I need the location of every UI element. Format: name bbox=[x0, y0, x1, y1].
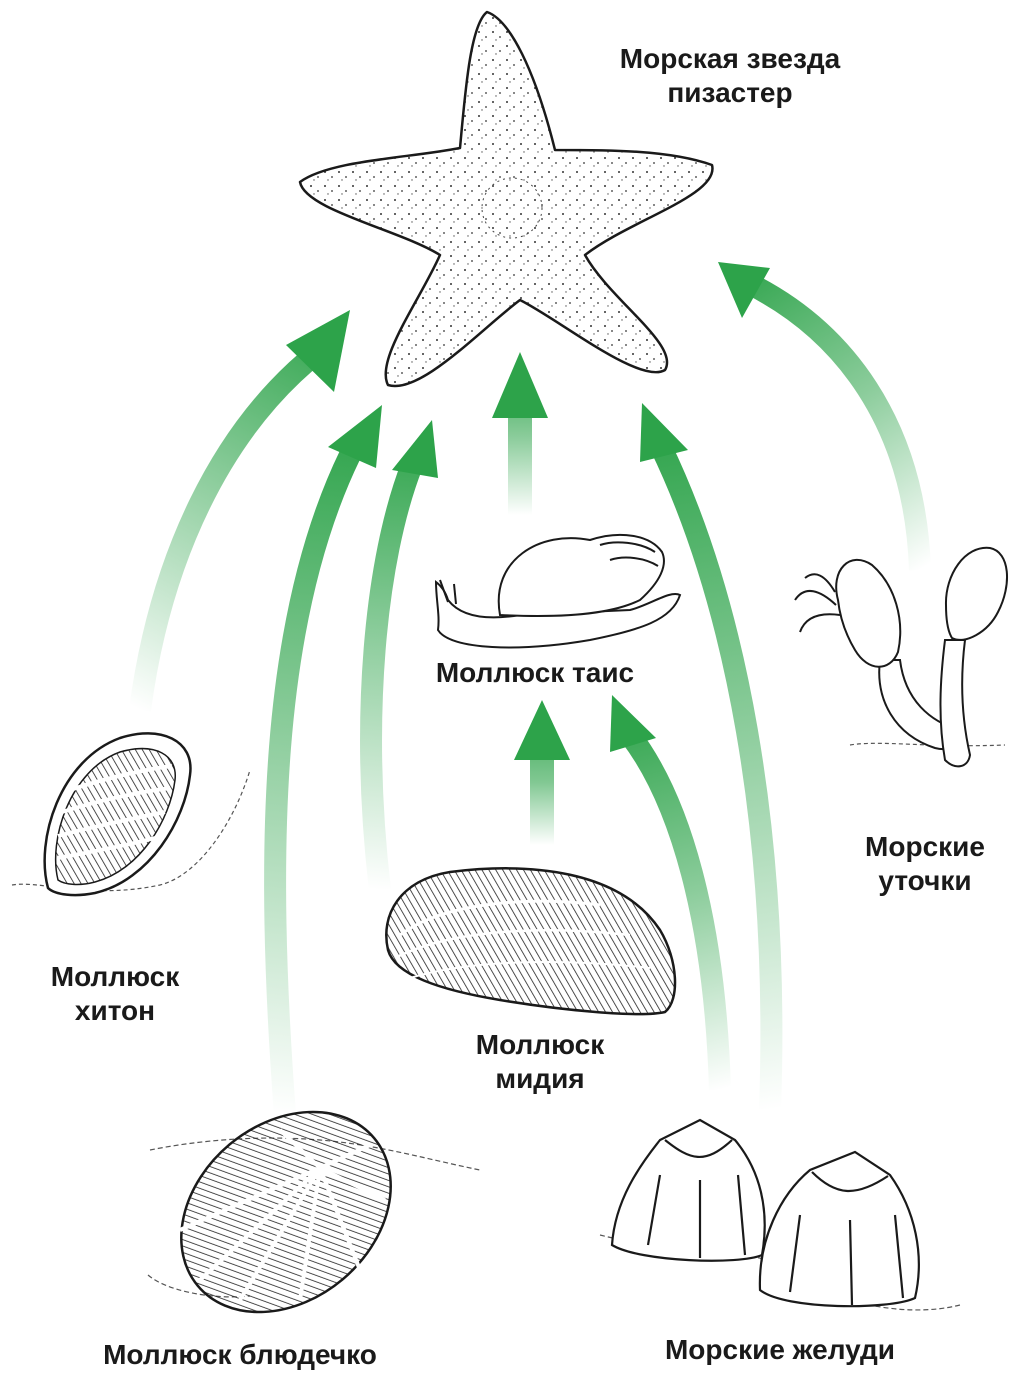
starfish-label: Морская звезда пизастер bbox=[585, 42, 875, 110]
chiton-label-line1: Моллюск bbox=[15, 960, 215, 994]
arrow-mussel-to-starfish bbox=[371, 420, 438, 890]
acorn-barnacles-label-line1: Морские желуди bbox=[600, 1333, 960, 1367]
goose-barnacles-illustration bbox=[795, 548, 1007, 767]
chiton-label-line2: хитон bbox=[15, 994, 215, 1028]
mussel-illustration bbox=[386, 868, 675, 1014]
goose-barnacles-label: Морские уточки bbox=[835, 830, 1015, 898]
thais-label: Моллюск таис bbox=[405, 656, 665, 690]
arrow-goose-barnacles-to-starfish bbox=[718, 262, 920, 570]
mussel-label: Моллюск мидия bbox=[440, 1028, 640, 1096]
limpet-label: Моллюск блюдечко bbox=[50, 1338, 430, 1372]
limpet-label-line1: Моллюск блюдечко bbox=[50, 1338, 430, 1372]
arrow-thais-to-starfish bbox=[492, 352, 548, 515]
arrow-mussel-to-thais bbox=[514, 700, 570, 845]
starfish-label-line1: Морская звезда bbox=[585, 42, 875, 76]
starfish-label-line2: пизастер bbox=[585, 76, 875, 110]
limpet-illustration bbox=[141, 1071, 480, 1354]
mussel-label-line1: Моллюск bbox=[440, 1028, 640, 1062]
acorn-barnacles-illustration bbox=[600, 1120, 960, 1310]
mussel-label-line2: мидия bbox=[440, 1062, 640, 1096]
goose-barnacles-label-line2: уточки bbox=[835, 864, 1015, 898]
thais-label-line1: Моллюск таис bbox=[405, 656, 665, 690]
goose-barnacles-label-line1: Морские bbox=[835, 830, 1015, 864]
acorn-barnacles-label: Морские желуди bbox=[600, 1333, 960, 1367]
chiton-illustration bbox=[12, 733, 250, 895]
chiton-label: Моллюск хитон bbox=[15, 960, 215, 1028]
thais-snail-illustration bbox=[436, 535, 680, 648]
